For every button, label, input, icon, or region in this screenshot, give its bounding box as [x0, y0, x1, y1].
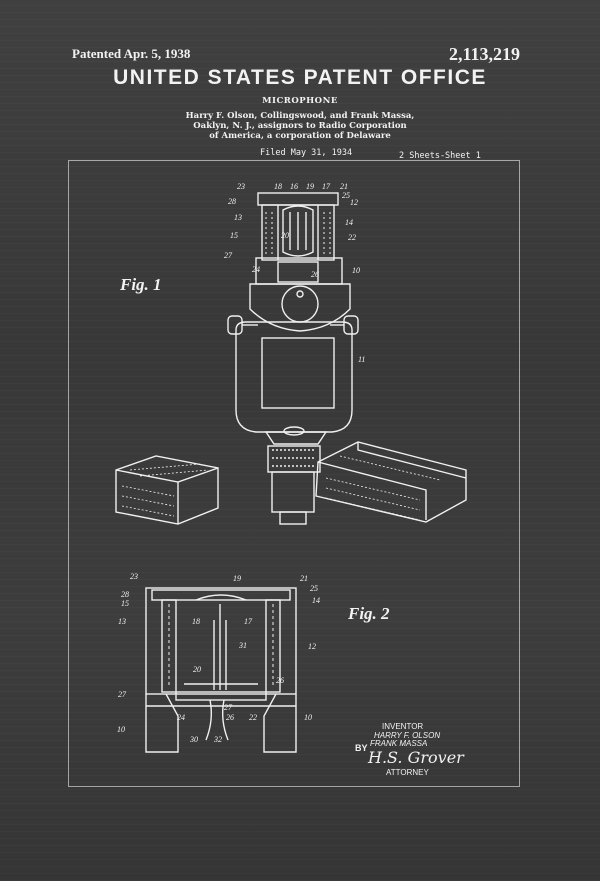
fig1-microphone-drawing — [115, 192, 467, 525]
ref-number: 26 — [311, 270, 319, 279]
patent-number: 2,113,219 — [448, 44, 520, 64]
ref-number: 24 — [177, 713, 185, 722]
ref-number: 13 — [234, 213, 242, 222]
ref-number: 19 — [233, 574, 241, 583]
ref-number: 12 — [350, 198, 358, 207]
assignment-line: of America, a corporation of Delaware — [209, 131, 391, 141]
ref-number: 14 — [312, 596, 320, 605]
attorney-label: ATTORNEY — [386, 768, 429, 777]
assignment-text: Harry F. Olson, Collingswood, and Frank … — [0, 111, 600, 141]
by-label: BY — [355, 743, 368, 753]
ref-number: 21 — [340, 182, 348, 191]
ref-number: 13 — [118, 617, 126, 626]
attorney-signature: H.S. Grover — [368, 748, 464, 767]
ref-number: 10 — [352, 266, 360, 275]
patent-date: Patented Apr. 5, 1938 — [72, 46, 191, 61]
ref-number: 17 — [322, 182, 330, 191]
ref-number: 18 — [192, 617, 200, 626]
inventor-label: INVENTOR — [382, 722, 424, 731]
patent-office-title: UNITED STATES PATENT OFFICE — [113, 66, 487, 89]
inventor-name: FRANK MASSA — [370, 739, 428, 748]
ref-number: 24 — [252, 265, 260, 274]
ref-number: 22 — [348, 233, 356, 242]
assignment-line: Oaklyn, N. J., assignors to Radio Corpor… — [193, 121, 407, 131]
ref-number: 16 — [290, 182, 298, 191]
ref-number: 12 — [308, 642, 316, 651]
ref-number: 23 — [237, 182, 245, 191]
ref-number: 25 — [310, 584, 318, 593]
assignment-line: Harry F. Olson, Collingswood, and Frank … — [185, 111, 415, 121]
ref-number: 22 — [249, 713, 257, 722]
fig1-label: Fig. 1 — [120, 275, 162, 294]
ref-number: 17 — [244, 617, 252, 626]
ref-number: 10 — [117, 725, 125, 734]
ref-number: 21 — [300, 574, 308, 583]
fig2-label: Fig. 2 — [348, 604, 390, 623]
ref-number: 27 — [224, 251, 232, 260]
ref-number: 19 — [306, 182, 314, 191]
ref-number: 15 — [230, 231, 238, 240]
drawing-frame — [68, 160, 520, 787]
ref-number: 15 — [121, 599, 129, 608]
ref-number: 20 — [193, 665, 201, 674]
ref-number: 27 — [118, 690, 126, 699]
ref-number: 31 — [239, 641, 247, 650]
sheet-count: 2 Sheets-Sheet 1 — [399, 151, 481, 161]
ref-number: 27 — [224, 703, 232, 712]
ref-number: 26 — [226, 713, 234, 722]
ref-number: 25 — [342, 191, 350, 200]
invention-title: MICROPHONE — [262, 96, 338, 106]
ref-number: 28 — [121, 590, 129, 599]
ref-number: 14 — [345, 218, 353, 227]
ref-number: 30 — [190, 735, 198, 744]
inventor-name: HARRY F. OLSON — [374, 731, 441, 740]
ref-number: 18 — [274, 182, 282, 191]
ref-number: 23 — [130, 572, 138, 581]
ref-number: 26 — [276, 676, 284, 685]
fig2-cross-section-drawing — [145, 587, 297, 753]
ref-number: 20 — [281, 231, 289, 240]
ref-number: 11 — [358, 355, 366, 364]
ref-number: 32 — [214, 735, 222, 744]
ref-number: 10 — [304, 713, 312, 722]
ref-number: 28 — [228, 197, 236, 206]
filed-date: Filed May 31, 1934 — [260, 148, 353, 158]
